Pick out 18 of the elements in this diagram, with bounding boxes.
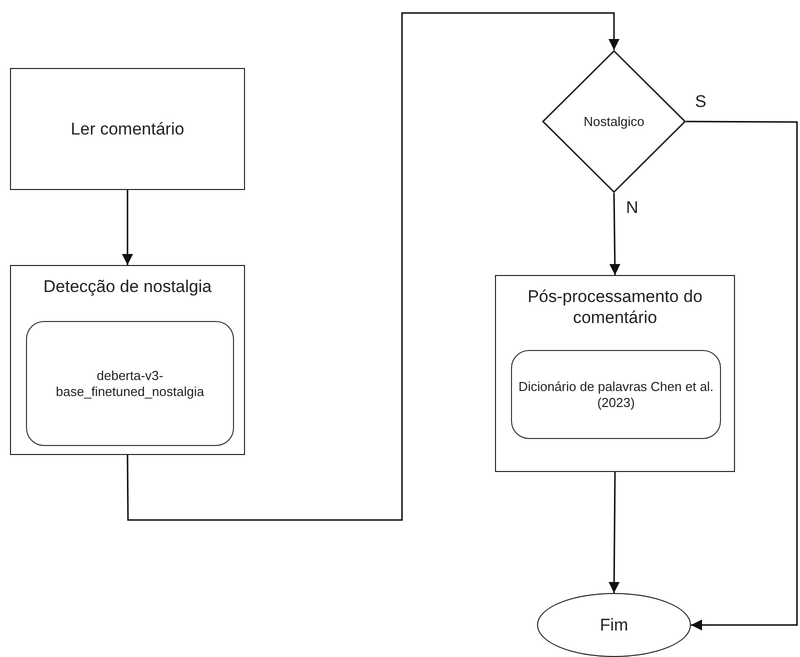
process-box: [26, 321, 234, 446]
node-label: Detecção de nostalgia: [42, 276, 213, 298]
arrow: [686, 120, 798, 630]
decision-diamond: [542, 50, 686, 193]
node-label: Dicionário de palavras Chen et al. (2023): [517, 378, 715, 411]
node-label: deberta-v3- base_finetuned_nostalgia: [54, 367, 206, 400]
arrow: [608, 472, 620, 593]
node-label: Ler comentário: [70, 118, 186, 140]
process-box: [511, 350, 721, 439]
node-label: Pós-processamento do comentário: [526, 286, 704, 328]
node-label: Nostalgico: [582, 113, 646, 130]
process-box: [10, 68, 245, 190]
process-box: [495, 275, 735, 472]
arrow: [609, 192, 620, 276]
arrow: [126, 12, 620, 521]
process-box: [10, 265, 245, 455]
arrow: [122, 190, 133, 265]
node-label: Fim: [598, 614, 630, 636]
